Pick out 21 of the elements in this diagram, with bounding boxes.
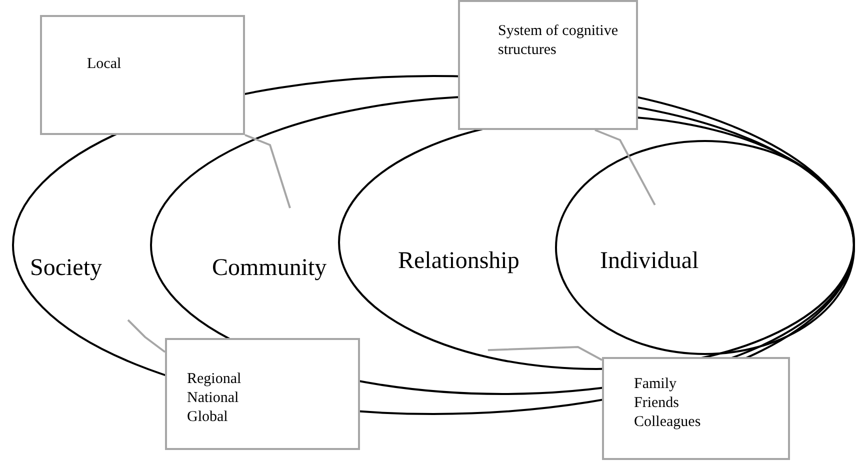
callout-text: Colleagues — [634, 413, 701, 432]
callout-text: Local — [87, 55, 122, 74]
ellipse-region — [555, 140, 855, 355]
callout-text: System of cognitive structures — [498, 22, 618, 60]
callout-text: National — [187, 389, 239, 408]
leader-line — [244, 134, 291, 208]
leader-line — [488, 346, 602, 361]
callout-text: Regional — [187, 370, 242, 389]
leader-line — [594, 129, 656, 206]
region-label: Society — [30, 255, 102, 282]
callout-box — [602, 357, 790, 460]
callout-box — [165, 338, 360, 450]
callout-text: Friends — [634, 394, 679, 413]
region-label: Community — [212, 255, 327, 282]
region-label: Individual — [600, 248, 699, 275]
callout-box — [40, 15, 245, 135]
callout-text: Family — [634, 375, 677, 394]
callout-box — [458, 0, 638, 130]
callout-text: Global — [187, 408, 228, 427]
leader-line — [127, 319, 166, 353]
region-label: Relationship — [398, 248, 520, 275]
